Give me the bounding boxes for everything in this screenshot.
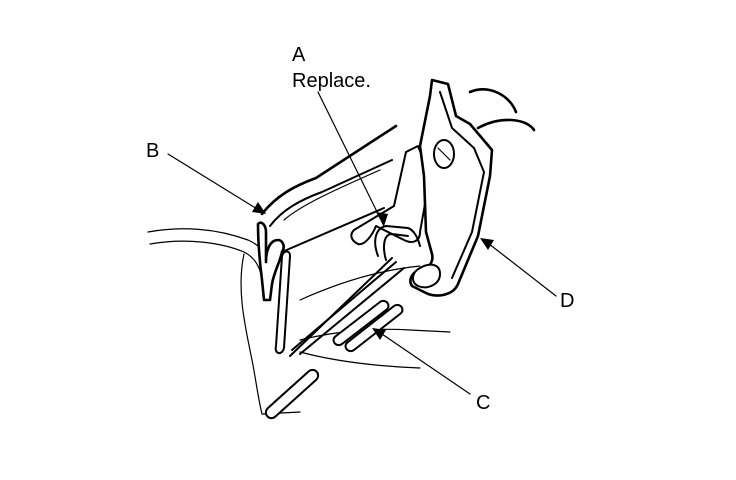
arrowhead-b [252, 202, 266, 214]
hood-support [409, 78, 536, 297]
callout-a-note: Replace. [292, 70, 371, 92]
arrowhead-a [376, 212, 388, 226]
clip [350, 145, 431, 261]
callout-d-letter: D [560, 290, 575, 312]
leader-c [375, 329, 471, 395]
arrowhead-c [372, 328, 386, 340]
leader-b [167, 153, 263, 213]
callout-b-letter: B [146, 140, 160, 162]
callout-a-letter: A [292, 44, 306, 66]
hood-edge [256, 124, 398, 357]
support-rod [274, 250, 405, 355]
leader-a [317, 91, 385, 227]
callout-c-letter: C [476, 392, 491, 414]
arrowhead-d [480, 238, 494, 250]
lower-rod [264, 368, 320, 420]
leader-d [483, 239, 557, 297]
leader-lines [167, 91, 557, 395]
